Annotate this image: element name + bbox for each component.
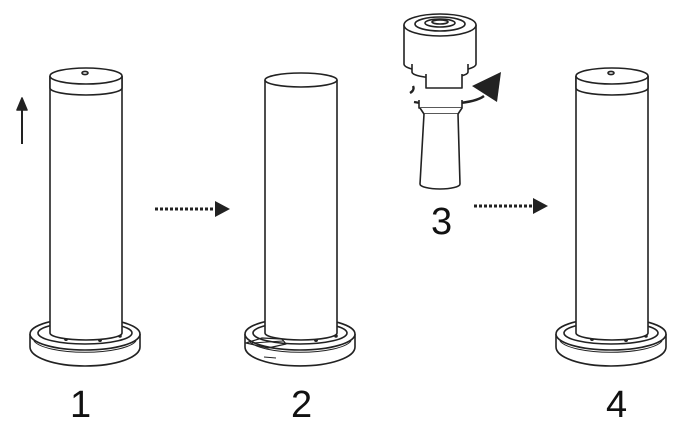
lamp-tube <box>575 76 649 341</box>
lamp-tube <box>49 76 123 341</box>
dotted-right-arrow-icon <box>474 198 548 214</box>
step4-lamp <box>555 67 667 367</box>
lamp-cap <box>49 67 123 96</box>
step3-bulb <box>403 13 501 190</box>
dotted-right-arrow-icon <box>155 201 230 217</box>
step1-lamp <box>29 67 141 367</box>
step2-lamp <box>244 72 356 367</box>
bulb-neck <box>425 74 463 89</box>
lamp-tube <box>264 80 338 341</box>
step-number-3: 3 <box>431 201 453 243</box>
step-number-4: 4 <box>606 384 628 426</box>
tube-opening <box>264 72 338 88</box>
up-arrow-icon <box>16 97 28 144</box>
bulb-holder <box>403 13 477 79</box>
step-number-1: 1 <box>70 384 92 426</box>
lamp-cap <box>575 67 649 96</box>
step-number-2: 2 <box>291 384 313 426</box>
bulb-body <box>418 100 463 190</box>
